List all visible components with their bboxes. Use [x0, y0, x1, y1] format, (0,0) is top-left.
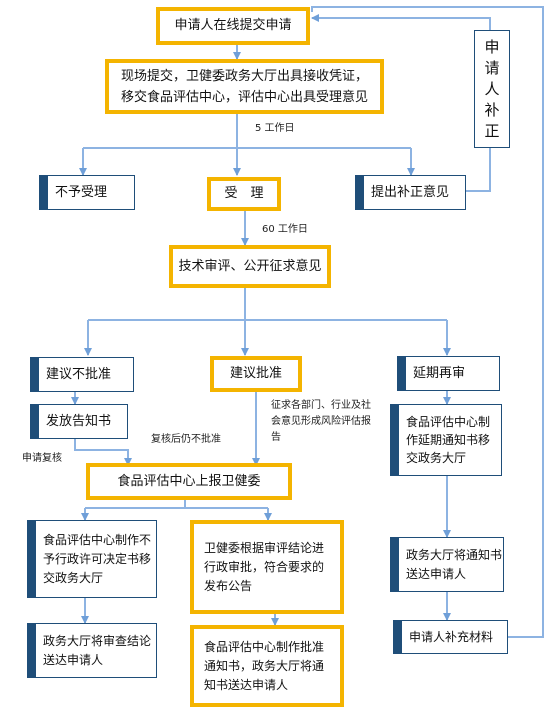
line-correction-to-supplement	[466, 148, 491, 192]
node-extension-notice: 食品评估中心制作延期通知书移交政务大厅	[390, 404, 502, 476]
node-issue-notice: 发放告知书	[30, 404, 128, 439]
label-sixty-days: 60 工作日	[262, 224, 308, 235]
node-commission-approval: 卫健委根据审评结论进行政审批，符合要求的发布公告	[190, 520, 344, 614]
supplement-char-1: 申	[484, 37, 500, 56]
arrow-supplement-to-apply	[311, 14, 491, 30]
label-review-still-rejected: 复核后仍不批准	[151, 434, 221, 445]
node-submit-onsite: 现场提交，卫健委政务大厅出具接收凭证，移交食品评估中心，评估中心出具受理意见	[105, 59, 384, 114]
node-reject-decision: 食品评估中心制作不予行政许可决定书移交政务大厅	[27, 520, 157, 598]
node-report-to-commission: 食品评估中心上报卫健委	[86, 463, 292, 500]
label-five-days: 5 工作日	[255, 123, 295, 134]
line-notice-to-report	[74, 438, 132, 466]
node-hall-deliver-review: 政务大厅将审查结论送达申请人	[27, 623, 157, 678]
node-hall-deliver-notice: 政务大厅将通知书送达申请人	[390, 537, 504, 592]
node-extend-review: 延期再审	[397, 356, 500, 391]
line-material-back-to-top	[311, 6, 544, 638]
node-apply-online: 申请人在线提交申请	[156, 7, 310, 45]
node-approval-notice: 食品评估中心制作批准通知书，政务大厅将通知书送达申请人	[190, 625, 344, 707]
label-apply-review: 申请复核	[22, 453, 62, 464]
node-supplement-material: 申请人补充材料	[393, 620, 508, 654]
node-recommend-reject: 建议不批准	[30, 357, 134, 392]
node-tech-review: 技术审评、公开征求意见	[169, 245, 331, 288]
node-applicant-supplement: 申 请 人 补 正	[474, 30, 510, 148]
node-recommend-approve: 建议批准	[210, 356, 302, 392]
label-solicit-opinions: 征求各部门、行业及社会意见形成风险评估报告	[271, 400, 371, 443]
supplement-char-3: 人	[484, 79, 500, 98]
supplement-char-5: 正	[484, 121, 500, 140]
supplement-char-2: 请	[484, 58, 500, 77]
node-not-accepted: 不予受理	[39, 175, 135, 210]
node-accepted: 受 理	[207, 177, 281, 211]
node-correction-opinion: 提出补正意见	[355, 175, 466, 210]
supplement-char-4: 补	[484, 100, 500, 119]
